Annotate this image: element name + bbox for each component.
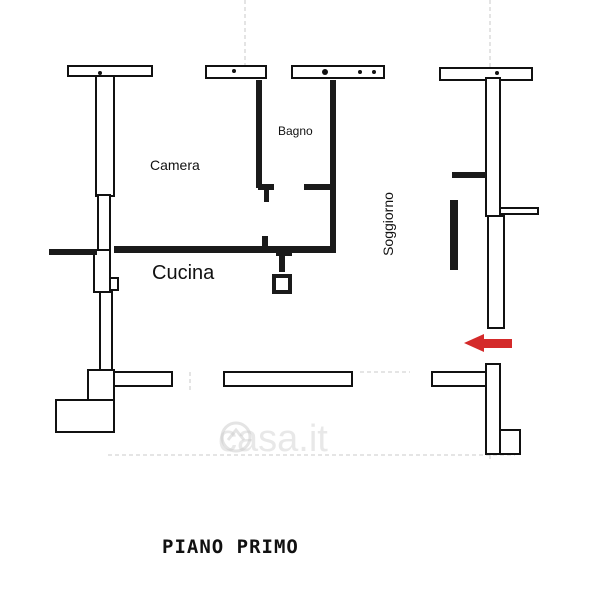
house-logo-icon xyxy=(220,421,252,453)
left-arrow-icon xyxy=(464,334,512,352)
cucina-flue xyxy=(276,278,288,290)
room-label-cucina: Cucina xyxy=(152,262,215,284)
outer-walls xyxy=(55,65,539,455)
wall-fixtures xyxy=(98,69,499,75)
room-label-bagno: Bagno xyxy=(278,124,313,138)
room-label-camera: Camera xyxy=(150,157,200,173)
floor-title: PIANO PRIMO xyxy=(162,536,299,558)
watermark-text: casa.it xyxy=(218,418,328,460)
room-label-soggiorno: Soggiorno xyxy=(379,192,396,256)
